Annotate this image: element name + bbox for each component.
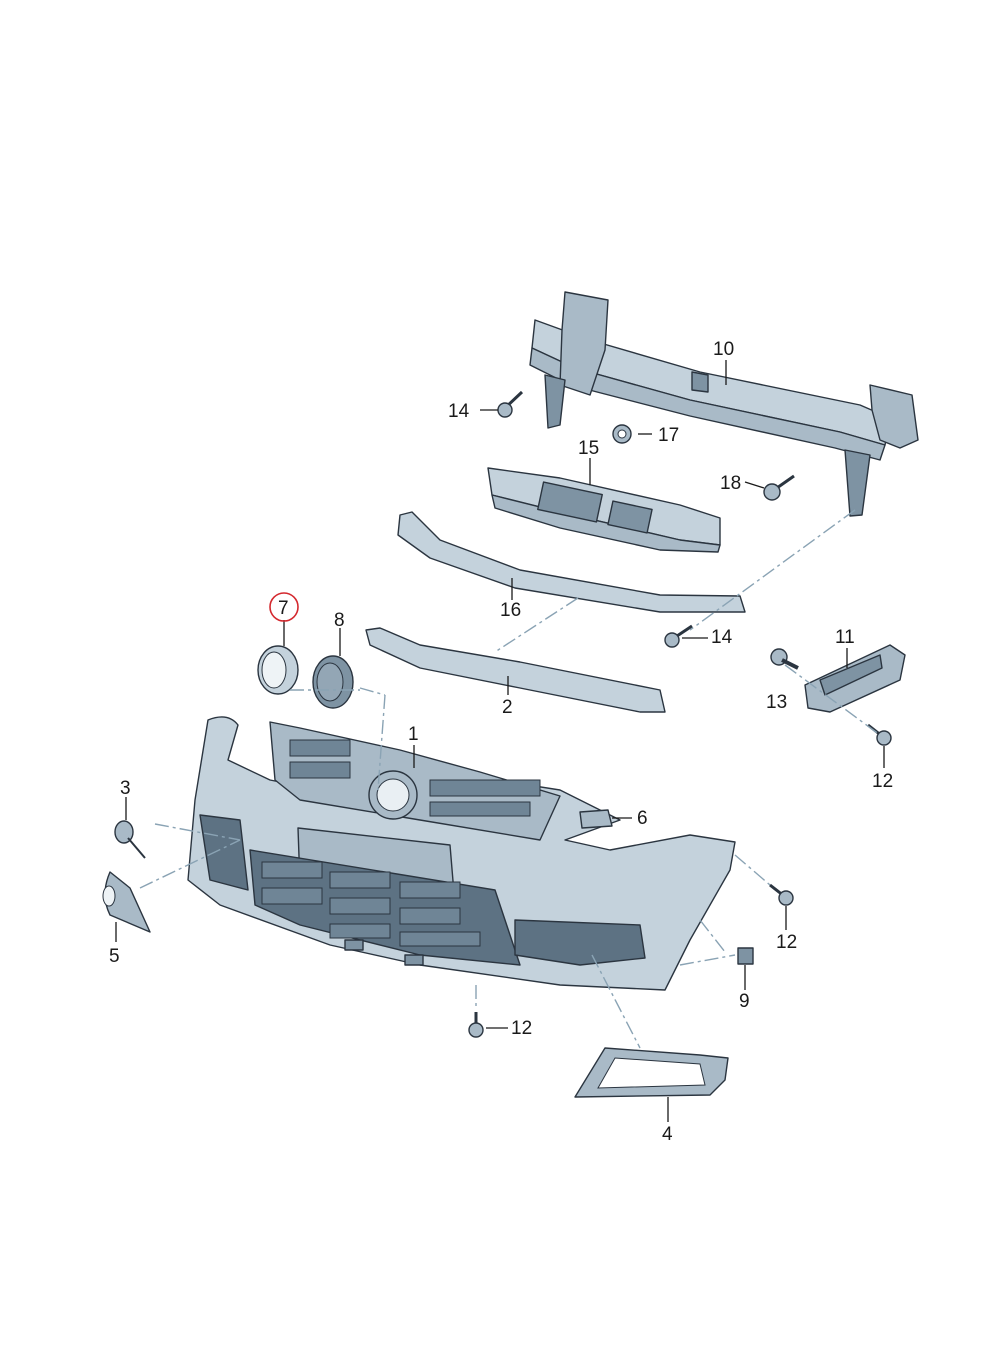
nut-17[interactable] <box>612 424 632 444</box>
callout-3[interactable]: 3 <box>120 778 131 799</box>
callout-14-lower[interactable]: 14 <box>711 627 733 648</box>
callout-16[interactable]: 16 <box>500 600 521 621</box>
leader-lines <box>115 360 885 1122</box>
part-6-clip-cover[interactable] <box>579 809 613 829</box>
upper-grille <box>269 721 561 841</box>
callout-13[interactable]: 13 <box>766 692 787 713</box>
callout-12-side[interactable]: 12 <box>776 932 797 953</box>
callout-7[interactable]: 7 <box>278 598 289 619</box>
part-8-emblem-carrier[interactable] <box>312 655 354 709</box>
callout-10[interactable]: 10 <box>713 339 734 360</box>
callout-15[interactable]: 15 <box>578 438 599 459</box>
part-9-clip-nut[interactable] <box>737 947 754 965</box>
part-3-tow-cap[interactable] <box>114 820 146 859</box>
callout-17[interactable]: 17 <box>658 425 679 446</box>
callout-9[interactable]: 9 <box>739 991 750 1012</box>
part-5-left-fog-trim[interactable] <box>102 871 151 933</box>
callout-2[interactable]: 2 <box>502 697 513 718</box>
screw-14-lower[interactable] <box>664 624 693 648</box>
callout-12-bracket[interactable]: 12 <box>872 771 893 792</box>
part-7-emblem[interactable] <box>257 645 299 695</box>
part-15-energy-absorber[interactable] <box>487 467 721 553</box>
lower-grille <box>261 861 481 947</box>
callout-labels: 10 14 17 15 18 16 14 11 13 2 7 8 1 12 3 … <box>109 339 893 1145</box>
vw-emblem <box>368 770 418 820</box>
callout-18[interactable]: 18 <box>720 473 741 494</box>
part-10-reinforcement-beam[interactable] <box>529 291 919 517</box>
callout-12-bottom[interactable]: 12 <box>511 1018 532 1039</box>
highlight-circle-part-7 <box>269 592 299 622</box>
part-1-bumper-cover[interactable] <box>187 716 736 991</box>
part-2-lower-strip[interactable] <box>365 627 666 713</box>
screw-12-bottom[interactable] <box>468 1012 484 1038</box>
callout-4[interactable]: 4 <box>662 1124 673 1145</box>
callout-8[interactable]: 8 <box>334 610 345 631</box>
callout-5[interactable]: 5 <box>109 946 120 967</box>
callout-14-upper[interactable]: 14 <box>448 401 470 422</box>
screw-18[interactable] <box>763 474 795 501</box>
callout-11[interactable]: 11 <box>835 627 855 648</box>
screw-14-upper[interactable] <box>497 390 524 418</box>
assembly-lines <box>139 509 881 1049</box>
screw-12-side[interactable] <box>769 883 794 906</box>
part-11-side-bracket[interactable] <box>804 644 906 713</box>
callout-1[interactable]: 1 <box>408 724 419 745</box>
part-4-right-fog-trim[interactable] <box>574 1047 729 1098</box>
bolt-13[interactable] <box>770 648 799 670</box>
callout-6[interactable]: 6 <box>637 808 648 829</box>
part-16-support-strip[interactable] <box>397 511 746 613</box>
